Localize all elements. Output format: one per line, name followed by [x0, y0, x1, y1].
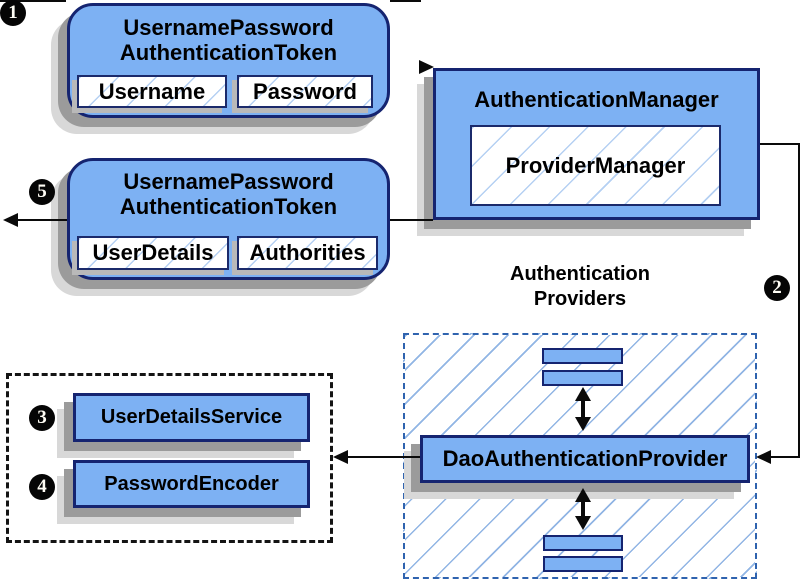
response-token-title-line2: AuthenticationToken	[119, 194, 338, 219]
userdetails-field-box: UserDetails	[77, 236, 229, 270]
double-arrow-up-icon	[575, 387, 591, 401]
provider-manager-label: ProviderManager	[505, 152, 686, 178]
step-badge-1: 1	[0, 0, 26, 26]
response-out-arrowhead-icon	[3, 213, 18, 227]
username-field-label: Username	[98, 78, 206, 104]
authentication-providers-heading: Authentication Providers	[470, 262, 690, 312]
step-badge-4-number: 4	[37, 476, 47, 497]
manager-to-provider-line-top	[760, 143, 800, 145]
provider-to-collaborators-line	[347, 456, 420, 458]
provider-manager-box: ProviderManager	[470, 125, 721, 206]
manager-to-provider-line-vertical	[798, 143, 800, 458]
manager-to-response-line	[390, 219, 433, 221]
password-field-label: Password	[253, 78, 357, 104]
step-badge-5: 5	[29, 179, 55, 205]
authorities-field-label: Authorities	[249, 240, 366, 265]
authentication-providers-heading-line1: Authentication	[510, 263, 650, 285]
response-token-title-line1: UsernamePassword	[123, 169, 334, 194]
request-arrowhead-icon	[419, 60, 434, 74]
step-badge-2-number: 2	[772, 277, 782, 298]
provider-stack-bar	[543, 556, 623, 572]
double-arrow-bottom-line	[581, 500, 585, 518]
double-arrow-up-icon	[575, 488, 591, 502]
manager-to-provider-line-bottom	[770, 456, 800, 458]
username-field-box: Username	[77, 75, 227, 108]
step-badge-1-number: 1	[8, 2, 18, 23]
request-token-title-line2: AuthenticationToken	[119, 40, 338, 65]
request-token-title-line1: UsernamePassword	[123, 15, 334, 40]
user-details-service-label: UserDetailsService	[100, 406, 283, 428]
response-out-line	[17, 219, 67, 221]
double-arrow-top-line	[581, 399, 585, 420]
password-encoder-label: PasswordEncoder	[104, 472, 279, 495]
manager-to-provider-arrowhead-icon	[756, 450, 771, 464]
authorities-field-box: Authorities	[237, 236, 378, 270]
dao-authentication-provider-box: DaoAuthenticationProvider	[420, 435, 750, 483]
double-arrow-down-icon	[575, 516, 591, 530]
provider-stack-bar	[542, 370, 623, 386]
provider-stack-bar	[543, 535, 623, 551]
step-badge-4: 4	[29, 474, 55, 500]
userdetails-field-label: UserDetails	[92, 240, 214, 265]
user-details-service-box: UserDetailsService	[73, 393, 310, 442]
step-badge-3: 3	[29, 405, 55, 431]
dao-authentication-provider-label: DaoAuthenticationProvider	[442, 446, 728, 471]
provider-stack-bar	[542, 348, 623, 364]
password-field-box: Password	[237, 75, 373, 108]
incoming-flow-line	[0, 0, 66, 2]
password-encoder-box: PasswordEncoder	[73, 460, 310, 508]
collaborators-group-box	[6, 373, 333, 543]
double-arrow-down-icon	[575, 417, 591, 431]
step-badge-3-number: 3	[37, 407, 47, 428]
step-badge-5-number: 5	[37, 181, 47, 202]
authentication-manager-title: AuthenticationManager	[474, 87, 719, 112]
step-badge-2: 2	[764, 275, 790, 301]
request-arrow-line	[390, 0, 421, 2]
provider-to-collaborators-arrowhead-icon	[333, 450, 348, 464]
authentication-providers-heading-line2: Providers	[533, 288, 627, 310]
